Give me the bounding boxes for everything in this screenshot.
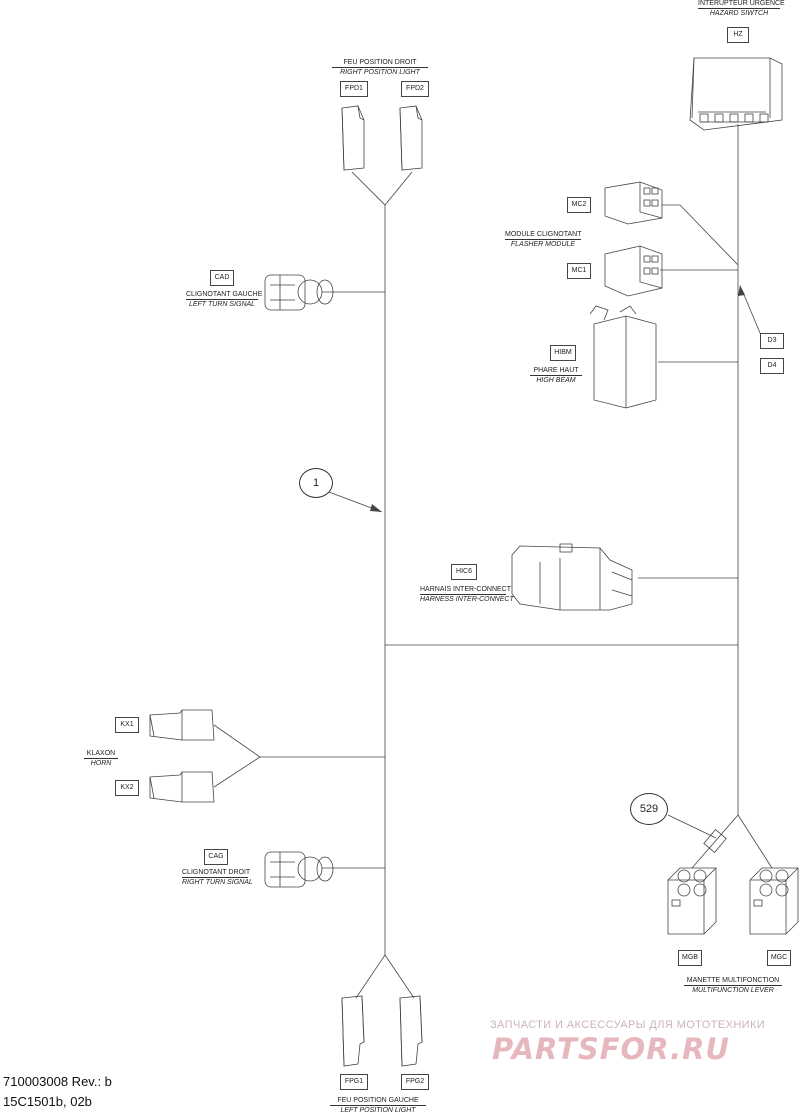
mg-label: MANETTE MULTIFONCTION MULTIFUNCTION LEVE… — [684, 976, 782, 995]
kx1-connector-icon — [149, 709, 215, 741]
hibm-relay-icon — [589, 305, 657, 409]
kx-label-en: HORN — [84, 758, 118, 768]
code-fpg1: FPG1 — [340, 1074, 368, 1090]
code-mgb: MGB — [678, 950, 702, 966]
mc2-connector-icon — [604, 181, 663, 225]
fpg-label-en: LEFT POSITION LIGHT — [330, 1105, 426, 1115]
mg-label-en: MULTIFUNCTION LEVER — [684, 985, 782, 995]
callout-1: 1 — [299, 468, 333, 498]
hibm-label: PHARE HAUT HIGH BEAM — [530, 366, 582, 385]
hibm-label-en: HIGH BEAM — [530, 375, 582, 385]
fpg-label-fr: FEU POSITION GAUCHE — [337, 1097, 419, 1104]
code-kx1: KX1 — [115, 717, 139, 733]
mc-label: MODULE CLIGNOTANT FLASHER MODULE — [505, 230, 582, 249]
callout-529: 529 — [630, 793, 668, 825]
sheet-number: 15C1501b, 02b — [3, 1094, 92, 1109]
arrowheads — [370, 285, 745, 512]
code-hibm: HIBM — [550, 345, 576, 361]
watermark-tagline: ЗАПЧАСТИ И АКСЕССУАРЫ ДЛЯ МОТОТЕХНИКИ — [490, 1019, 766, 1031]
fpd-label: FEU POSITION DROIT RIGHT POSITION LIGHT — [332, 58, 428, 77]
hazard-switch-icon — [689, 57, 783, 135]
cad-label: CLIGNOTANT GAUCHE LEFT TURN SIGNAL — [186, 290, 263, 309]
ref-d4: D4 — [760, 358, 784, 374]
cad-label-fr: CLIGNOTANT GAUCHE — [186, 291, 263, 298]
code-fpg2: FPG2 — [401, 1074, 429, 1090]
mc1-connector-icon — [604, 245, 663, 297]
fpd1-connector-icon — [341, 105, 365, 171]
cad-connector-icon — [264, 274, 334, 311]
code-mgc: MGC — [767, 950, 791, 966]
kx2-connector-icon — [149, 771, 215, 803]
watermark-logo: PARTSFOR.RU — [492, 1032, 730, 1066]
kx-label: KLAXON HORN — [84, 749, 118, 768]
fpd2-connector-icon — [399, 105, 423, 171]
mc-label-fr: MODULE CLIGNOTANT — [505, 231, 582, 238]
fpg-label: FEU POSITION GAUCHE LEFT POSITION LIGHT — [330, 1096, 426, 1115]
fpd-label-en: RIGHT POSITION LIGHT — [332, 67, 428, 77]
code-hic6: HIC6 — [451, 564, 477, 580]
hic6-connector-icon — [511, 543, 633, 611]
hibm-label-fr: PHARE HAUT — [533, 367, 579, 374]
document-number: 710003008 Rev.: b — [3, 1074, 112, 1089]
part-529-icon — [703, 829, 727, 853]
hic-label: HARNAIS INTER-CONNECT HARNESS INTER-CONN… — [420, 585, 514, 604]
mg-label-fr: MANETTE MULTIFONCTION — [686, 977, 780, 984]
code-mc1: MC1 — [567, 263, 591, 279]
hic-label-fr: HARNAIS INTER-CONNECT — [420, 586, 512, 593]
hz-label: INTERUPTEUR URGENCE HAZARD SIWTCH — [698, 0, 785, 18]
hic-label-en: HARNESS INTER-CONNECT — [420, 594, 514, 603]
kx-label-fr: KLAXON — [86, 750, 116, 757]
code-fpd1: FPD1 — [340, 81, 368, 97]
fpg1-connector-icon — [341, 995, 365, 1067]
wires — [213, 135, 773, 999]
fpg2-connector-icon — [399, 995, 423, 1067]
cag-label: CLIGNOTANT DROIT RIGHT TURN SIGNAL — [182, 868, 253, 887]
ref-d3: D3 — [760, 333, 784, 349]
fpd-label-fr: FEU POSITION DROIT — [343, 59, 417, 66]
mc-label-en: FLASHER MODULE — [505, 239, 581, 249]
code-kx2: KX2 — [115, 780, 139, 796]
hz-label-fr: INTERUPTEUR URGENCE — [698, 0, 785, 7]
mgb-connector-icon — [667, 867, 717, 935]
cag-label-fr: CLIGNOTANT DROIT — [182, 869, 251, 876]
cag-connector-icon — [264, 851, 334, 888]
code-cag: CAG — [204, 849, 228, 865]
code-fpd2: FPD2 — [401, 81, 429, 97]
code-mc2: MC2 — [567, 197, 591, 213]
cad-label-en: LEFT TURN SIGNAL — [186, 299, 258, 309]
code-hz: HZ — [727, 27, 749, 43]
mgc-connector-icon — [749, 867, 799, 935]
hz-label-en: HAZARD SIWTCH — [698, 8, 780, 18]
code-cad: CAD — [210, 270, 234, 286]
cag-label-en: RIGHT TURN SIGNAL — [182, 877, 253, 886]
